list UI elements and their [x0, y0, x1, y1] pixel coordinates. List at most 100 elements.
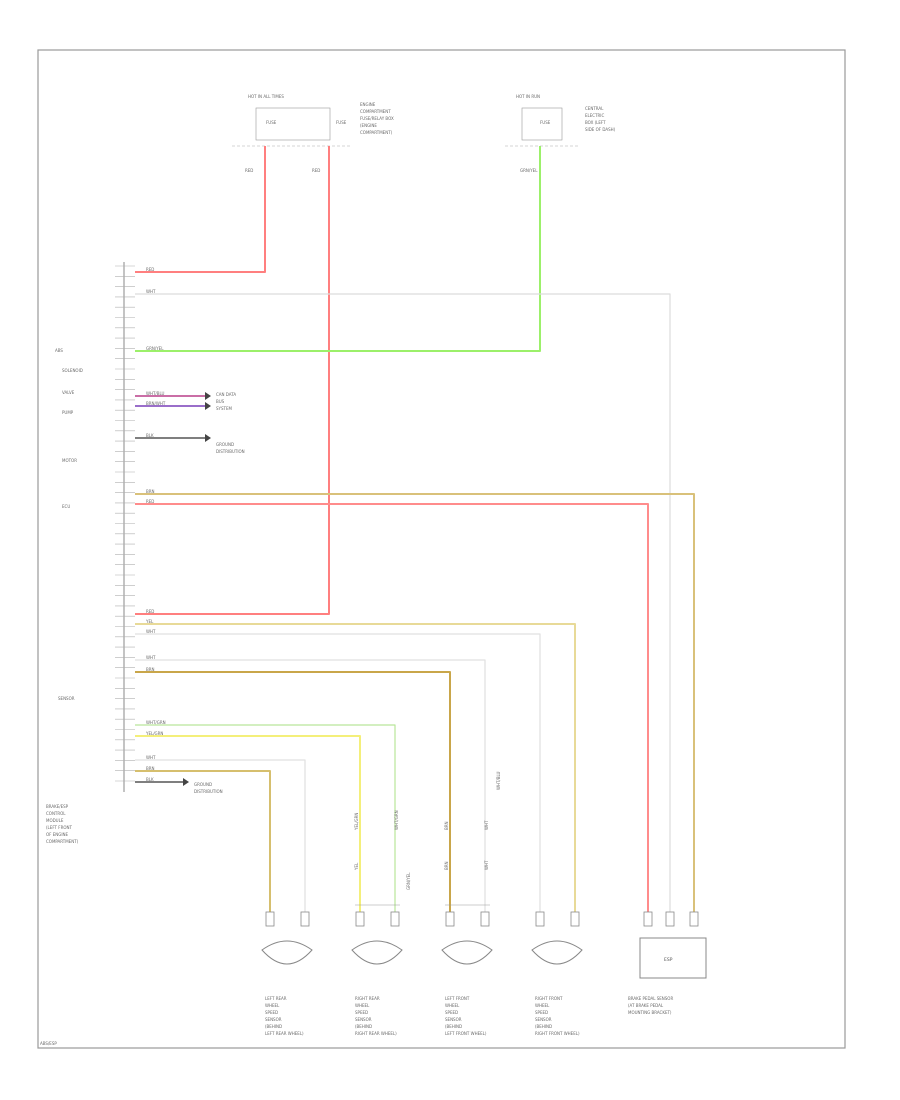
module-label-line: OF ENGINE	[46, 832, 69, 837]
sensor-label-line: RIGHT REAR WHEEL)	[355, 1031, 397, 1036]
connector-pin	[689, 911, 699, 927]
fuse-box-right-title: HOT IN RUN	[516, 94, 540, 99]
label-wht-4: WHT	[146, 755, 156, 760]
vlabel-wht: WHT	[484, 820, 489, 830]
label-brn-2: BRN	[146, 667, 155, 672]
wire-red-fuse-b	[135, 146, 330, 615]
connector-pin	[390, 911, 400, 927]
fuse-b-label: FUSE	[336, 120, 347, 125]
desc-line: CENTRAL	[585, 106, 604, 111]
diagram-frame	[37, 49, 846, 1049]
vlabel-whtblu: WHT/BLU	[496, 771, 501, 790]
connector-pin	[570, 911, 580, 927]
label-wht-3: WHT	[146, 655, 156, 660]
wire-red-yaw	[135, 503, 649, 915]
sensor-label-line: WHEEL	[535, 1003, 550, 1008]
ground2-label-line: GROUND	[194, 782, 212, 787]
fuse-box-left-title: HOT IN ALL TIMES	[248, 94, 284, 99]
wire-label-grnyel: GRN/YEL	[520, 168, 538, 173]
connector-pin	[445, 911, 455, 927]
sensor-label-line: LEFT FRONT WHEEL)	[445, 1031, 487, 1036]
fuse-a-label: FUSE	[266, 120, 277, 125]
sensor-label-line: RIGHT FRONT WHEEL)	[535, 1031, 580, 1036]
label-whtgrn: WHT/GRN	[146, 720, 166, 725]
arrow-can-low	[205, 402, 211, 410]
sensor-body	[441, 940, 493, 965]
connector-pin	[643, 911, 653, 927]
label-brn: BRN	[146, 489, 155, 494]
sensor-label-line: (BEHIND	[265, 1024, 282, 1029]
module-side-label-solenoid: SOLENOID	[62, 368, 83, 373]
connector-pin	[665, 911, 675, 927]
label-brnwht: BRN/WHT	[146, 401, 166, 406]
desc-line: COMPARTMENT)	[360, 130, 393, 135]
can-label-line: BUS	[216, 399, 225, 404]
wire-label-red-right: RED	[312, 168, 320, 173]
sensor-label-line: SENSOR	[535, 1017, 552, 1022]
desc-line: (ENGINE	[360, 123, 377, 128]
module-label-line: COMPARTMENT)	[46, 839, 79, 844]
desc-line: SIDE OF DASH)	[585, 127, 616, 132]
sensor-label-line: (BEHIND	[445, 1024, 462, 1029]
vlabel-brn: BRN	[444, 821, 449, 830]
wires	[135, 146, 695, 915]
wire-brn-lf	[135, 671, 451, 915]
wire-grnyel-ign	[135, 146, 541, 352]
sensor-left-rear: LEFT REAR WHEEL SPEED SENSOR (BEHIND LEF…	[261, 911, 313, 1036]
yaw-label-line: MOUNTING BRACKET)	[628, 1010, 672, 1015]
connector-pin	[300, 911, 310, 927]
sensor-box-label: ESP	[664, 957, 673, 963]
wire-wht-lr	[135, 759, 306, 915]
yaw-label-line: (AT BRAKE PEDAL	[628, 1003, 664, 1008]
module-side-label-pump: PUMP	[62, 410, 74, 415]
wire-labels: RED WHT GRN/YEL WHT/BLU BRN/WHT BLK BRN …	[145, 267, 501, 890]
module-label: BRAKE/ESP CONTROL MODULE (LEFT FRONT OF …	[46, 804, 79, 844]
wire-yelgrn-rr	[135, 735, 361, 915]
connector-pin	[535, 911, 545, 927]
sensor-label-line: WHEEL	[355, 1003, 370, 1008]
connector-pin	[480, 911, 490, 927]
connector-pin	[355, 911, 365, 927]
sensor-label-line: SPEED	[535, 1010, 548, 1015]
sensor-right-front: RIGHT FRONT WHEEL SPEED SENSOR (BEHIND R…	[531, 911, 583, 1036]
sensor-label-line: SPEED	[445, 1010, 458, 1015]
off-page-refs: CAN DATA BUS SYSTEM GROUND DISTRIBUTION …	[183, 392, 245, 794]
wire-wht-rf	[135, 633, 541, 915]
module-label-line: BRAKE/ESP	[46, 804, 69, 809]
fuse-label: FUSE	[540, 120, 551, 125]
label-wht-2: WHT	[146, 629, 156, 634]
wire-brn-lr	[135, 770, 271, 915]
desc-line: BOX (LEFT	[585, 120, 606, 125]
fuse-box-right-outline	[521, 107, 563, 141]
label-whtblu: WHT/BLU	[146, 391, 165, 396]
arrow-can-high	[205, 392, 211, 400]
desc-line: ENGINE	[360, 102, 376, 107]
sensor-label-line: SENSOR	[265, 1017, 282, 1022]
sensor-label-line: SENSOR	[445, 1017, 462, 1022]
sensor-body	[351, 940, 403, 965]
module-lower-label: SENSOR	[58, 696, 75, 701]
ground-label-line: DISTRIBUTION	[216, 449, 245, 454]
label-red: RED	[146, 267, 154, 272]
sensor-label-line: SENSOR	[355, 1017, 372, 1022]
vlabel-yel: YEL	[354, 862, 359, 871]
desc-line: COMPARTMENT	[360, 109, 391, 114]
vlabel-brn-2: BRN	[444, 861, 449, 870]
sensor-label-line: LEFT REAR	[265, 996, 287, 1001]
label-blk-2: BLK	[146, 777, 154, 782]
arrow-ground-2	[183, 778, 189, 786]
sensor-label-line: LEFT FRONT	[445, 996, 470, 1001]
ground-label-line: GROUND	[216, 442, 234, 447]
vlabel-grn: GRN/YEL	[406, 872, 411, 890]
vlabel-yelgrn: YEL/GRN	[354, 813, 359, 831]
sensor-label-line: SPEED	[355, 1010, 368, 1015]
fuse-box-right: HOT IN RUN FUSE CENTRAL ELECTRIC BOX (LE…	[505, 94, 616, 173]
module-side-label-valve: VALVE	[62, 390, 75, 395]
label-brn-3: BRN	[146, 766, 155, 771]
label-red-3: RED	[146, 609, 154, 614]
ground2-label-line: DISTRIBUTION	[194, 789, 223, 794]
fuse-box-left-outline	[255, 107, 331, 141]
footer-label: ABS/ESP	[40, 1041, 57, 1046]
brake-pedal-sensor: ESP BRAKE PEDAL SENSOR (AT BRAKE PEDAL M…	[628, 911, 707, 1015]
